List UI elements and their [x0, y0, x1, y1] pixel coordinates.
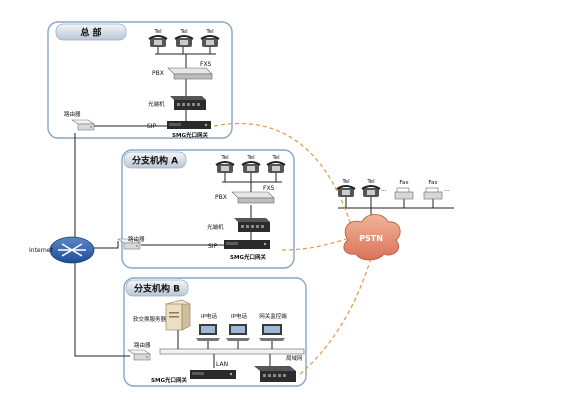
lan-label: LAN — [216, 361, 228, 368]
hq-gateway-icon — [167, 121, 211, 129]
hq-router-label: 路由器 — [64, 110, 81, 118]
phone-icon — [266, 161, 286, 173]
branch-a-tel-label-3: Tel — [271, 155, 280, 161]
lan-label-cn: 局域网 — [286, 354, 303, 362]
phone-icon — [215, 161, 235, 173]
fax-label-1: Fax — [399, 180, 409, 186]
pstn-tel-label-2: Tel — [366, 179, 375, 185]
fax-icons — [394, 187, 443, 200]
ip-phone-1-label: IP电话 — [201, 312, 217, 320]
pstn-links — [213, 122, 373, 375]
phone-icon — [241, 161, 261, 173]
branch-b-title-tab — [125, 279, 189, 297]
fax-icon — [423, 187, 443, 200]
pstn-ellipsis-1: ... — [381, 186, 387, 193]
branch-a-title: 分支机构 A — [132, 155, 178, 167]
hq-tel-label-3: Tel — [205, 29, 214, 35]
backbone-links — [74, 44, 454, 357]
branch-a-router-label: 路由器 — [128, 235, 145, 243]
hq-fxs-label: FXS — [200, 61, 212, 68]
phone-icon — [148, 35, 168, 47]
hq-sip-label: SIP — [147, 123, 157, 130]
hq-gateway-label: SMG光口网关 — [172, 131, 208, 139]
ip-phone-2-icon — [226, 324, 250, 341]
monitor-pc-icon — [259, 324, 285, 341]
branch-b-router-icon — [127, 349, 151, 361]
branch-a-tel-label-2: Tel — [246, 155, 255, 161]
fax-label-2: Fax — [428, 180, 438, 186]
softswitch-label: 软交换服务器 — [133, 315, 167, 323]
branch-b-title: 分支机构 B — [134, 283, 180, 295]
branch-a-pbx-icon — [231, 191, 275, 204]
hq-pbx-label: PBX — [152, 70, 164, 77]
phone-icon — [200, 35, 220, 47]
branch-b-channel-bank-icon — [254, 366, 296, 382]
hq-tel-label-1: Tel — [153, 29, 162, 35]
branch-a-sip-label: SIP — [208, 243, 218, 250]
softswitch-server-icon — [165, 299, 191, 331]
branch-a-tel-label-1: Tel — [220, 155, 229, 161]
branch-a-fxs-label: FXS — [263, 185, 275, 192]
branch-a-channel-bank-icon — [234, 218, 270, 232]
hq-tel-label-2: Tel — [179, 29, 188, 35]
pstn-ellipsis-2: ... — [444, 186, 450, 193]
branch-a-pbx-label: PBX — [215, 194, 227, 201]
pstn-tel-label-1: Tel — [341, 179, 350, 185]
hq-channel-bank-label: 光端机 — [148, 100, 165, 108]
internet-hub — [49, 236, 95, 264]
fax-icon — [394, 187, 414, 200]
branch-a-channel-bank-label: 光端机 — [207, 223, 224, 231]
branch-a-telephones — [215, 161, 286, 173]
ip-phone-2-label: IP电话 — [231, 312, 247, 320]
monitor-pc-label: 网关监控端 — [259, 312, 287, 320]
hq-title: 总 部 — [80, 27, 101, 39]
phone-icon — [336, 185, 356, 197]
phone-icon — [174, 35, 194, 47]
hq-telephones — [148, 35, 220, 47]
internet-label: Internet — [29, 247, 53, 254]
hq-title-tab — [55, 23, 127, 41]
pstn-cloud — [343, 214, 401, 261]
branch-b-router-label: 路由器 — [134, 341, 151, 349]
branch-a-gateway-icon — [224, 240, 270, 249]
ip-phone-1-icon — [196, 324, 220, 341]
branch-a-router-icon — [117, 238, 141, 250]
branch-a-gateway-label: SMG光口网关 — [230, 253, 266, 261]
branch-a-title-tab — [123, 151, 187, 169]
hq-channel-bank-icon — [170, 96, 206, 110]
branch-b-gateway-label: SMG光口网关 — [151, 376, 187, 384]
hq-router-icon — [71, 119, 95, 131]
branch-b-gateway-icon — [190, 370, 236, 379]
phone-icon — [361, 185, 381, 197]
hq-pbx-icon — [167, 67, 213, 80]
pstn-label: PSTN — [359, 234, 383, 243]
pstn-telephones — [336, 185, 381, 197]
